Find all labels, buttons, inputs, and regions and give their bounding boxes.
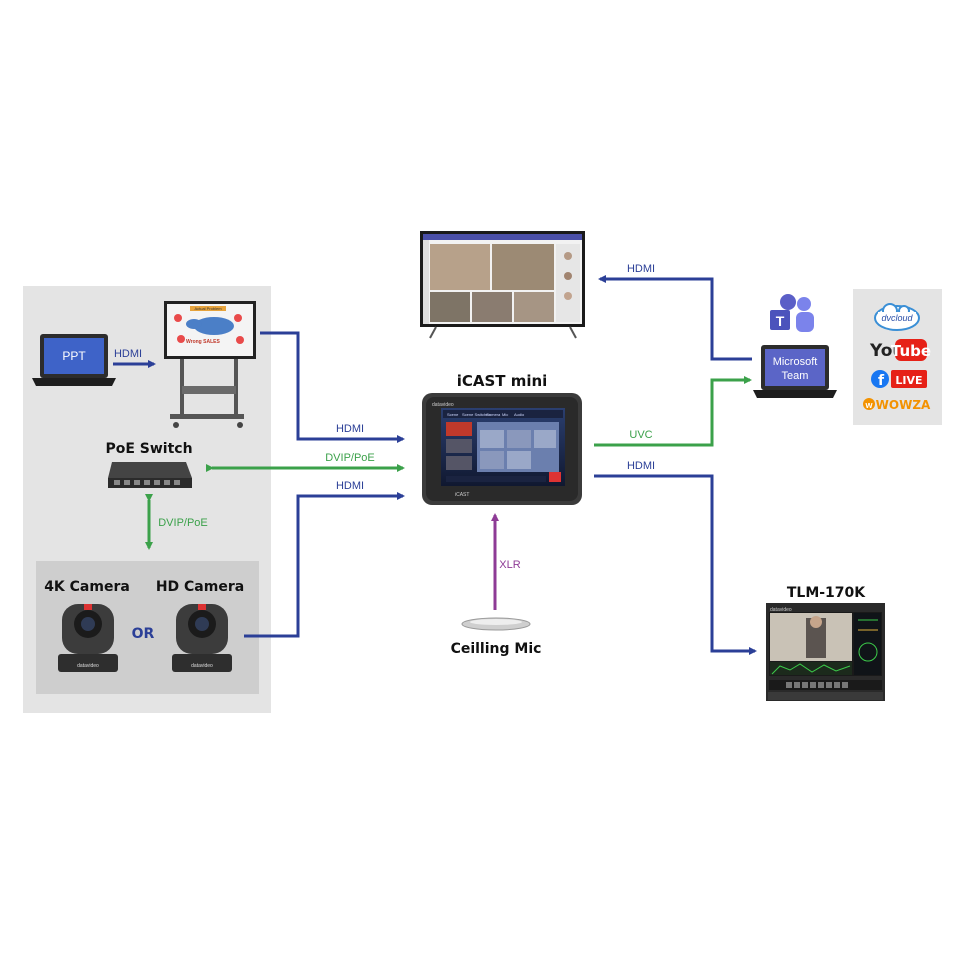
dvip-camera-label: DVIP/PoE bbox=[158, 517, 208, 529]
hdmi-monitor-line bbox=[594, 474, 757, 655]
tlm-brand: datavideo bbox=[770, 607, 792, 613]
poe-switch-label: PoE Switch bbox=[105, 441, 192, 457]
facebook-f: f bbox=[878, 373, 885, 389]
camera-4k-brand: datavideo bbox=[77, 663, 99, 669]
hdmi-camera-line bbox=[244, 492, 405, 638]
youtube-logo: You Tube bbox=[869, 339, 931, 361]
display-stand: Actual Problem Wrong SALES bbox=[164, 301, 256, 428]
display-note: Wrong SALES bbox=[186, 339, 220, 345]
camera-hd: datavideo bbox=[172, 604, 232, 672]
or-label: OR bbox=[132, 626, 155, 642]
tlm-monitor: datavideo bbox=[766, 603, 885, 701]
camera-4k-label: 4K Camera bbox=[44, 579, 130, 595]
microsoft-team-line1: Microsoft bbox=[773, 356, 818, 368]
camera-4k: datavideo bbox=[58, 604, 118, 672]
hdmi-tv-line bbox=[598, 275, 752, 361]
icast-footer: iCAST bbox=[455, 492, 469, 498]
icast-tab-1: Scene Switcher bbox=[462, 412, 490, 417]
camera-hd-label: HD Camera bbox=[156, 579, 244, 595]
camera-hd-brand: datavideo bbox=[191, 663, 213, 669]
tv-display bbox=[420, 231, 585, 339]
uvc-line bbox=[594, 376, 752, 447]
icast-tab-4: Audio bbox=[514, 412, 525, 417]
teams-icon: T bbox=[770, 294, 814, 332]
xlr-label: XLR bbox=[499, 559, 520, 571]
uvc-label: UVC bbox=[629, 429, 652, 441]
dvcloud-logo: dvcloud bbox=[874, 303, 920, 331]
ppt-label: PPT bbox=[62, 349, 86, 363]
tlm-label: TLM-170K bbox=[787, 585, 866, 601]
icast-brand: datavideo bbox=[432, 402, 454, 408]
hdmi-camera-label: HDMI bbox=[336, 480, 364, 492]
live-text: LIVE bbox=[895, 374, 922, 387]
icast-device: datavideo Scene Scene Switcher Camera Mi… bbox=[422, 393, 582, 505]
dvip-switch-label: DVIP/PoE bbox=[325, 452, 375, 464]
hdmi-monitor-label: HDMI bbox=[627, 460, 655, 472]
hdmi-display-label: HDMI bbox=[336, 423, 364, 435]
icast-tab-0: Scene bbox=[447, 412, 459, 417]
ceiling-mic bbox=[461, 617, 531, 631]
laptop-ppt: PPT bbox=[32, 334, 116, 386]
microsoft-team-line2: Team bbox=[782, 370, 809, 382]
hdmi-display-line bbox=[260, 331, 405, 443]
display-title: Actual Problem bbox=[194, 306, 222, 311]
icast-tab-2: Camera bbox=[486, 412, 501, 417]
svg-text:w: w bbox=[864, 400, 873, 410]
facebook-live-logo: f LIVE bbox=[871, 370, 927, 389]
icast-tab-3: Mic bbox=[502, 412, 508, 417]
icast-label: iCAST mini bbox=[457, 372, 548, 390]
ceiling-mic-label: Ceilling Mic bbox=[451, 641, 542, 657]
hdmi-laptop-label: HDMI bbox=[114, 348, 142, 360]
svg-text:T: T bbox=[776, 313, 785, 329]
laptop-teams: Microsoft Team bbox=[753, 345, 837, 398]
wowza-text: WOWZA bbox=[876, 398, 931, 412]
youtube-tube: Tube bbox=[891, 342, 931, 360]
hdmi-tv-label: HDMI bbox=[627, 263, 655, 275]
dvcloud-text: dvcloud bbox=[881, 313, 913, 323]
poe-switch bbox=[108, 462, 192, 488]
wowza-logo: w WOWZA bbox=[863, 398, 931, 412]
